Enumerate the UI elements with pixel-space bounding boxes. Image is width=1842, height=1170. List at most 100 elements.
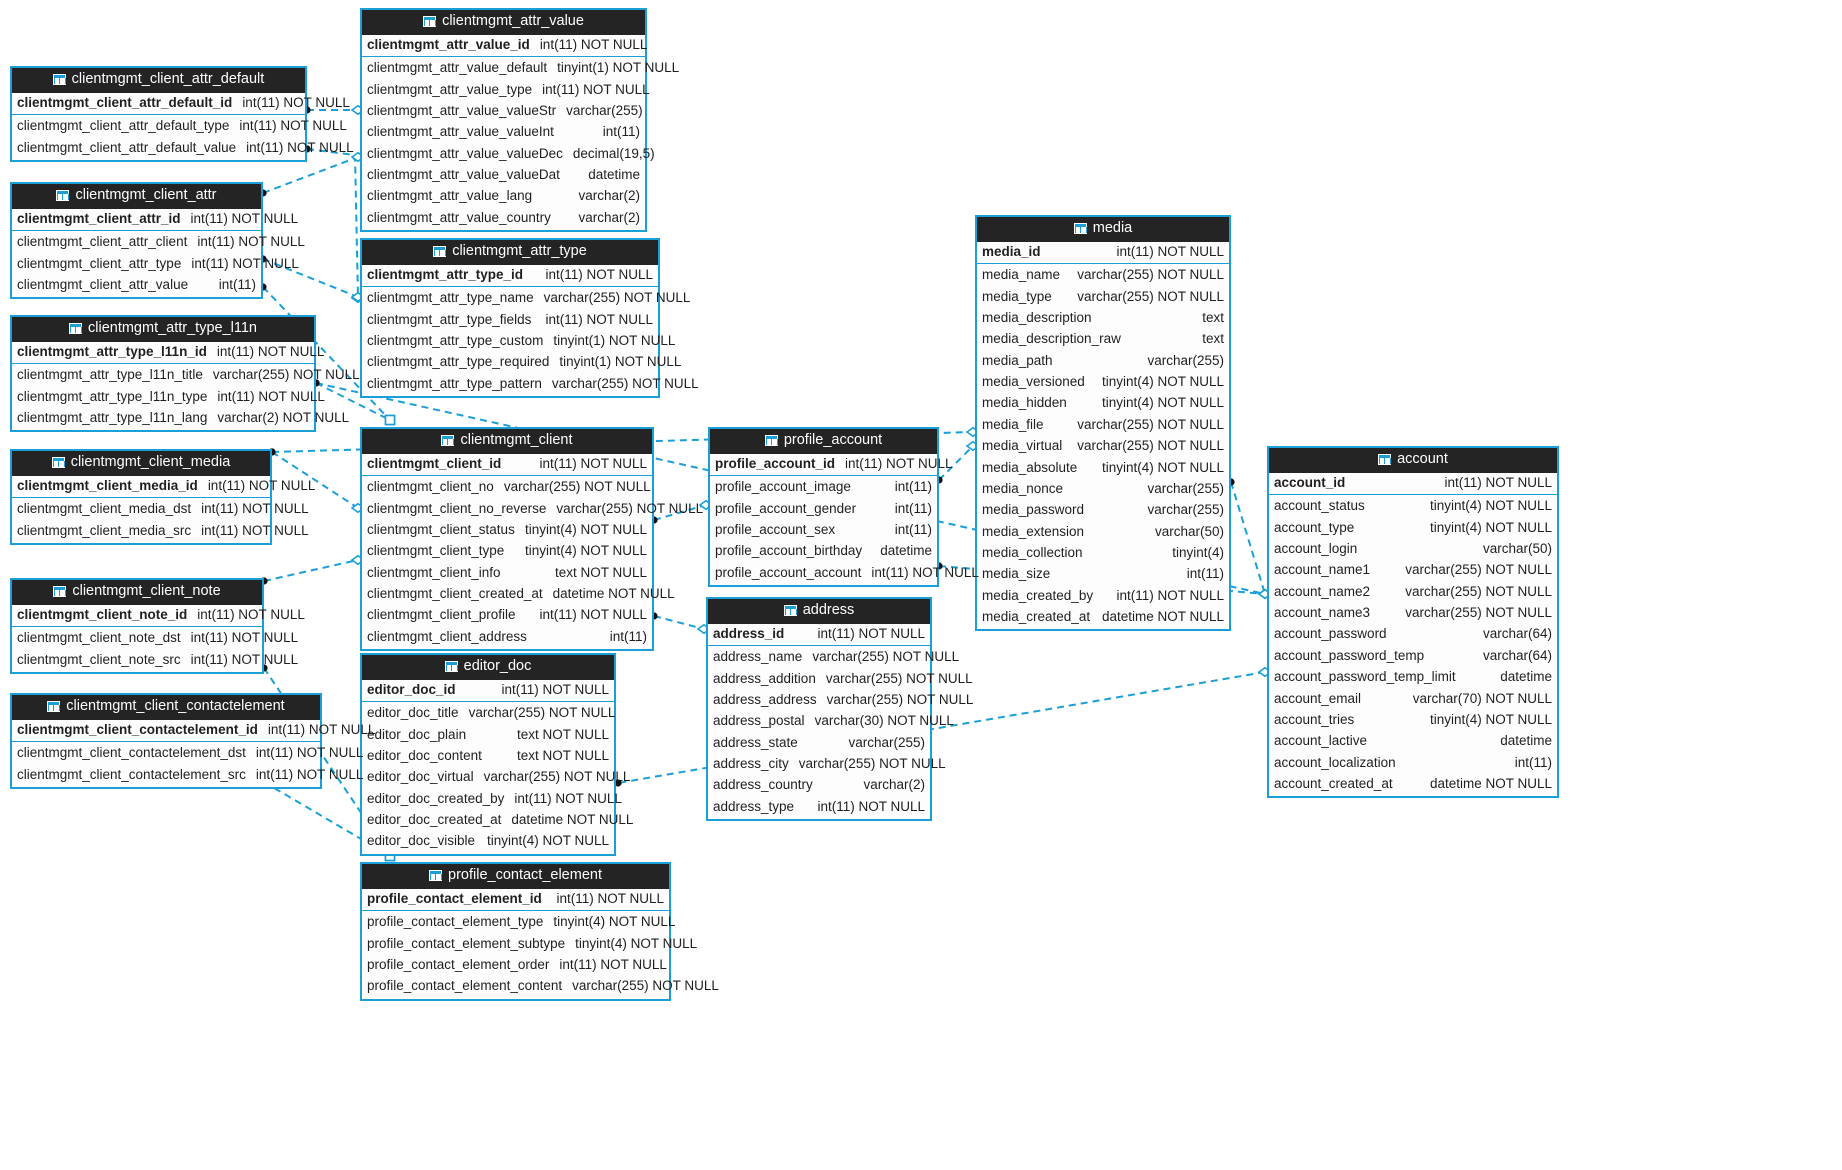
attribute-type: varchar(255) NOT NULL xyxy=(812,649,960,665)
attribute-type: int(11) NOT NULL xyxy=(242,94,350,110)
attribute-name: account_status xyxy=(1274,498,1365,514)
entity-title: clientmgmt_client_media xyxy=(70,454,231,470)
entity-clientmgmt_attr_value[interactable]: clientmgmt_attr_value clientmgmt_attr_val… xyxy=(360,8,679,233)
attribute-name: clientmgmt_client_type xyxy=(367,543,505,559)
attribute-type: tinyint(4) NOT NULL xyxy=(1429,711,1552,727)
entity-header-clientmgmt_client_note: clientmgmt_client_note xyxy=(12,580,262,605)
attribute-type: int(11) NOT NULL xyxy=(246,139,354,155)
attribute-type: varchar(50) xyxy=(1154,523,1224,539)
relationship-rel-17[interactable] xyxy=(1227,478,1273,600)
entity-title: clientmgmt_client xyxy=(460,432,573,448)
attribute-type: int(11) NOT NULL xyxy=(267,721,376,737)
entity-clientmgmt_client_media[interactable]: clientmgmt_client_media clientmgmt_client… xyxy=(10,449,315,546)
attribute-type: text NOT NULL xyxy=(516,748,609,764)
table-icon xyxy=(444,661,458,673)
attribute-type: datetime NOT NULL xyxy=(511,812,634,828)
attribute-name: clientmgmt_client_id xyxy=(367,455,502,471)
attribute-type: text xyxy=(1202,310,1224,326)
attribute-type: varchar(255) NOT NULL xyxy=(825,670,973,686)
attribute-name: profile_account_image xyxy=(715,479,851,495)
attribute-name: account_created_at xyxy=(1274,775,1393,791)
attribute-name: media_name xyxy=(982,267,1061,283)
attribute-type: tinyint(4) NOT NULL xyxy=(1429,519,1552,535)
attribute-name: clientmgmt_client_media_id xyxy=(17,477,198,493)
attribute-name: clientmgmt_attr_type_id xyxy=(367,266,524,282)
attribute-name: media_hidden xyxy=(982,395,1067,411)
attribute-name: clientmgmt_attr_value_valueDat xyxy=(367,167,560,183)
attribute-name: profile_contact_element_content xyxy=(367,978,563,994)
attribute-name: clientmgmt_client_address xyxy=(367,628,527,644)
attribute-type: varchar(255) xyxy=(1147,480,1224,496)
attribute-name: editor_doc_created_by xyxy=(367,790,505,806)
attribute-type: tinyint(1) NOT NULL xyxy=(559,354,682,370)
entity-header-clientmgmt_client_contactelement: clientmgmt_client_contactelement xyxy=(12,695,320,720)
attribute-type: tinyint(4) NOT NULL xyxy=(1429,498,1552,514)
attribute-type: tinyint(4) NOT NULL xyxy=(486,833,609,849)
attribute-type: tinyint(4) NOT NULL xyxy=(524,522,647,538)
entity-title: clientmgmt_attr_value xyxy=(442,13,584,29)
attribute-type: varchar(255) NOT NULL xyxy=(1077,438,1224,454)
attribute-type: int(11) NOT NULL xyxy=(201,522,309,538)
attribute-row: account_status tinyint(4) NOT NULL xyxy=(1269,496,1557,517)
attribute-type: varchar(255) NOT NULL xyxy=(1405,605,1552,621)
relationship-rel-10[interactable] xyxy=(260,554,366,585)
attribute-name: clientmgmt_attr_type_custom xyxy=(367,333,544,349)
attribute-type: tinyint(1) NOT NULL xyxy=(553,333,676,349)
attribute-name: clientmgmt_attr_type_name xyxy=(367,290,534,306)
attribute-name: account_localization xyxy=(1274,754,1396,770)
relationship-line xyxy=(1230,481,1266,595)
attribute-type: int(11) NOT NULL xyxy=(1116,587,1224,603)
relationship-rel-2[interactable] xyxy=(303,145,366,304)
attribute-name: clientmgmt_client_contactelement_id xyxy=(17,721,258,737)
attribute-name: address_state xyxy=(713,734,798,750)
table-icon xyxy=(783,605,797,617)
attribute-name: editor_doc_title xyxy=(367,705,459,721)
attribute-type: tinyint(4) xyxy=(1172,544,1224,560)
attribute-type: int(11) NOT NULL xyxy=(190,210,299,226)
attribute-type: varchar(255) NOT NULL xyxy=(1077,267,1224,283)
attribute-type: int(11) NOT NULL xyxy=(216,343,325,359)
attribute-name: clientmgmt_client_attr_default_type xyxy=(17,118,230,134)
attribute-type: int(11) NOT NULL xyxy=(201,501,309,517)
relationship-rel-14[interactable] xyxy=(650,612,712,635)
